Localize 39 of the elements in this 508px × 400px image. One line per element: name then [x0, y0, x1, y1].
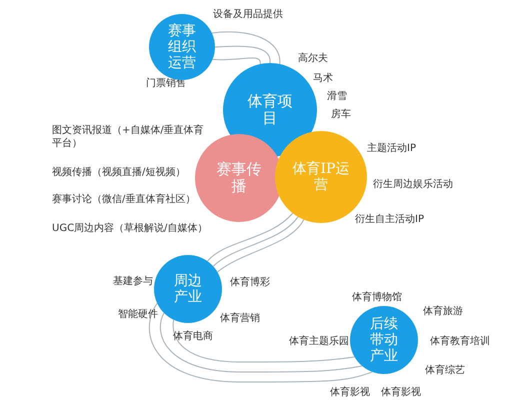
node-label: 赛事传播: [216, 160, 262, 196]
item-label: UGC周边内容（草根解说/自媒体）: [52, 222, 208, 235]
item-label: 高尔夫: [298, 52, 328, 65]
item-label: 体育电商: [173, 330, 213, 343]
item-label: 体育影视: [330, 386, 370, 399]
connector-line: [160, 312, 363, 372]
node-label: 后续带动产业: [369, 316, 399, 364]
connector-line: [172, 319, 356, 362]
connector-line: [207, 212, 294, 262]
node-label: 周边产业: [173, 272, 203, 306]
item-label: 智能硬件: [118, 308, 158, 321]
connector-line: [212, 57, 261, 65]
item-label: 体育教育培训: [430, 335, 490, 348]
item-label: 体育旅游: [423, 305, 463, 318]
item-label: 视频传播（视频直播/短视频）: [52, 166, 186, 179]
connector-line: [211, 31, 280, 65]
item-label: 主题活动IP: [367, 142, 416, 155]
item-label: 体育营销: [220, 312, 260, 325]
item-label: 马术: [313, 72, 333, 85]
item-label: 房车: [331, 108, 351, 121]
node-label: 赛事组织运营: [167, 22, 197, 72]
item-label: 体育博物馆: [352, 291, 402, 304]
item-label: 衍生周边娱乐活动: [373, 178, 453, 191]
item-label: 体育博彩: [230, 276, 270, 289]
item-label: 体育综艺: [425, 364, 465, 377]
item-label: 赛事讨论（微信/垂直体育社区）: [52, 193, 196, 206]
item-label: 设备及用品提供: [213, 8, 283, 21]
item-label: 衍生自主活动IP: [355, 213, 424, 226]
item-label: 滑雪: [327, 90, 347, 103]
item-label: 图文资讯报道（+自媒体/垂直体育平台）: [52, 124, 205, 150]
connector-line: [216, 219, 304, 272]
connector-line: [214, 46, 270, 64]
item-label: 体育影视: [381, 386, 421, 399]
connector-line: [212, 216, 298, 267]
node-label: 体育IP运营: [292, 160, 350, 194]
item-label: 基建参与: [113, 275, 153, 288]
item-label: 体育主题乐园: [289, 335, 349, 348]
connector-line: [148, 302, 373, 382]
node-label: 体育项目: [246, 92, 294, 128]
